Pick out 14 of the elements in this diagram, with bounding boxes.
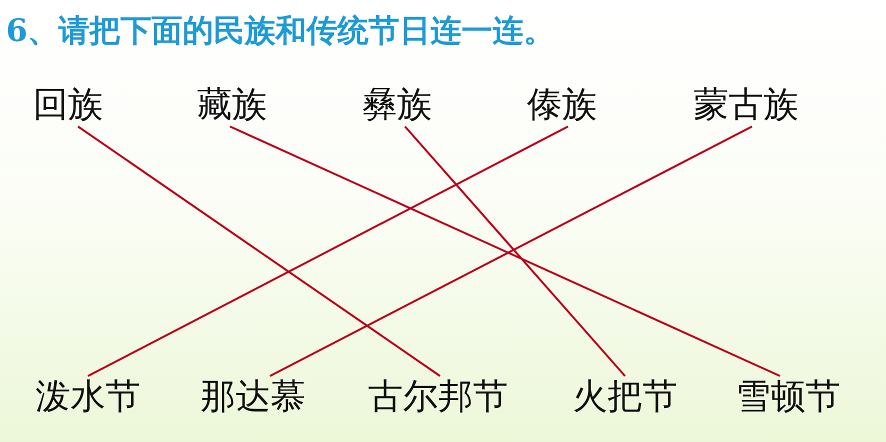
connecting-line <box>88 126 568 377</box>
word-label: 傣族 <box>527 86 597 124</box>
word-label: 雪顿节 <box>736 378 840 416</box>
title: 6、请把下面的民族和传统节日连一连。 <box>6 14 555 48</box>
word-label: 回族 <box>33 86 103 124</box>
word-label: 蒙古族 <box>694 86 798 124</box>
word-label: 古尔邦节 <box>368 378 508 416</box>
word-label: 藏族 <box>197 86 267 124</box>
word-label: 彝族 <box>362 86 432 124</box>
word-label: 那达慕 <box>200 378 306 416</box>
word-label: 火把节 <box>572 378 678 416</box>
connecting-line <box>77 126 441 377</box>
word-label: 泼水节 <box>36 378 140 416</box>
connecting-line <box>404 126 626 377</box>
